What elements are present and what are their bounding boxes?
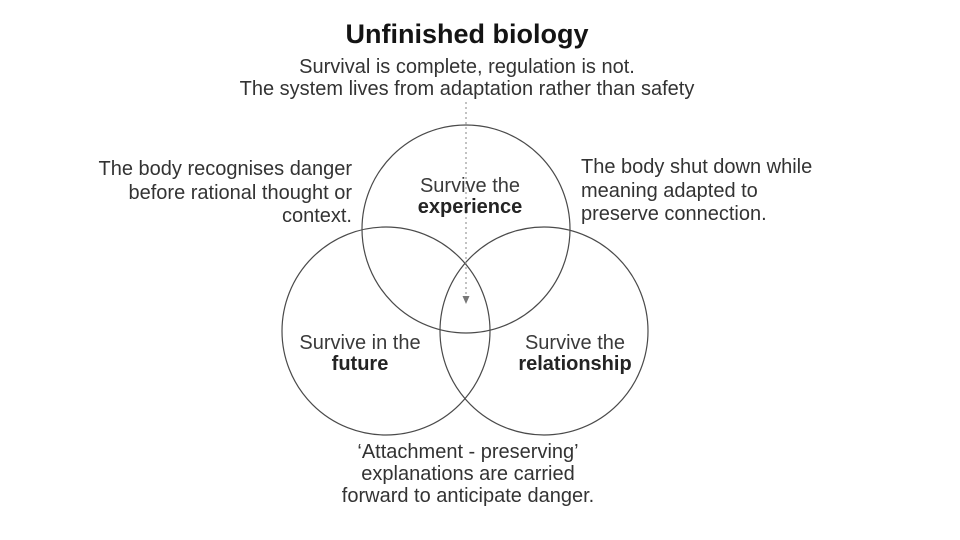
label-survive-experience-line-2: experience [417,196,523,218]
label-survive-relationship-line-1: Survive the [524,332,626,354]
label-survive-experience-line-1: Survive the [419,175,521,197]
annotation-left-line-2: before rational thought or [128,181,353,204]
annotation-bottom-line-2: explanations are carried [361,463,575,485]
annotation-right: The body shut down while meaning adapted… [581,156,812,227]
annotation-left-line-1: The body recognises danger [98,158,353,180]
label-survive-future: Survive in the future [299,333,420,375]
subtitle: Survival is complete, regulation is not.… [240,56,695,100]
subtitle-line-2: The system lives from adaptation rather … [239,78,695,100]
circle-future-outline [281,226,491,436]
annotation-bottom-line-3: forward to anticipate danger. [341,485,595,507]
label-survive-future-line-1: Survive in the [299,332,421,354]
page-title: Unfinished biology [345,19,589,49]
annotation-right-line-2: meaning adapted to [581,179,758,202]
annotation-right-line-1: The body shut down while [581,156,813,178]
circle-experience-outline [361,124,571,334]
label-survive-future-line-2: future [331,353,389,375]
annotation-left-line-3: context. [281,205,352,227]
circle-relationship-outline [439,226,649,436]
annotation-bottom-line-1: ‘Attachment - preserving’ [357,441,579,463]
annotation-bottom: ‘Attachment - preserving’ explanations a… [342,441,594,507]
subtitle-line-1: Survival is complete, regulation is not. [299,56,635,78]
annotation-left: The body recognises danger before ration… [60,158,353,229]
arrowhead-down-icon [462,296,470,304]
label-survive-experience: Survive the experience [418,176,523,218]
annotation-right-line-3: preserve connection. [581,203,767,225]
label-survive-relationship: Survive the relationship [518,333,631,375]
label-survive-relationship-line-2: relationship [518,353,632,375]
